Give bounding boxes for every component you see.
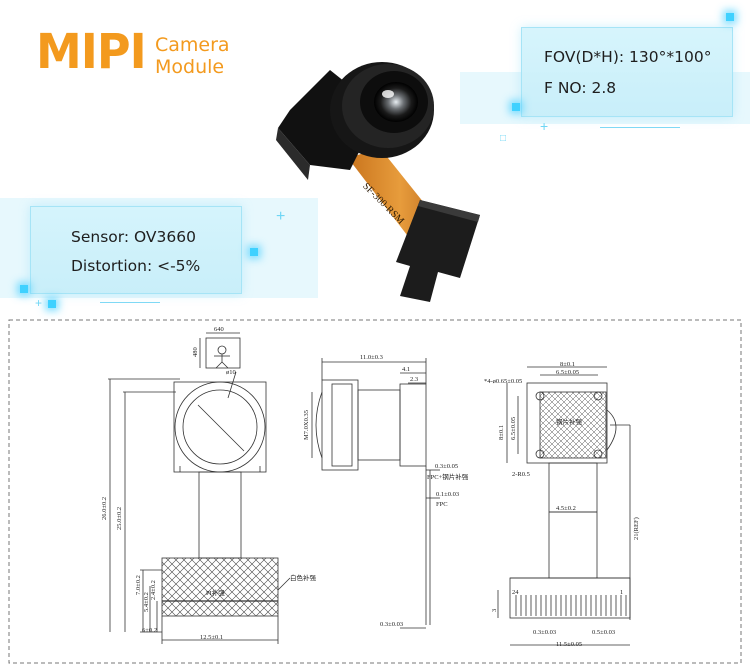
dim-back-w: 8±0.1 — [560, 361, 575, 368]
dim-len-total: 26.0±0.2 — [101, 497, 108, 520]
decor-plus: + — [540, 118, 549, 134]
dim-side-m: M7.0X0.35 — [303, 410, 310, 440]
dim-width: 12.5±0.1 — [200, 634, 223, 641]
dim-lens-dia: ø10 — [226, 369, 236, 376]
dim-h1: 7.0±0.2 — [135, 575, 142, 595]
decor-line — [600, 127, 680, 128]
sensor-spec: Sensor: OV3660 — [71, 228, 196, 246]
dim-side-d1: 4.1 — [402, 366, 410, 373]
spec-panel-right: FOV(D*H): 130°*100° F NO: 2.8 — [521, 27, 733, 117]
dim-tip: 0.5±0.03 — [592, 629, 615, 636]
label-fpc: FPC — [436, 501, 448, 508]
dim-icon-w: 640 — [214, 326, 224, 333]
dim-side-top: 11.0±0.3 — [360, 354, 383, 361]
fno-spec: F NO: 2.8 — [544, 79, 617, 97]
label-fpc-stiff: FPC+钢片补强 — [427, 472, 469, 481]
drawing-border — [8, 319, 742, 664]
decor-dot — [48, 300, 56, 308]
fpc-pins — [515, 595, 627, 616]
pin-24: 24 — [512, 589, 519, 596]
dim-back-h: 8±0.1 — [498, 425, 505, 440]
brand-module: Module — [155, 56, 225, 78]
fov-spec: FOV(D*H): 130°*100° — [544, 48, 712, 66]
label-pi: PI补强 — [206, 588, 225, 597]
dim-side-d2: 2.3 — [410, 376, 418, 383]
decor-dot — [20, 285, 28, 293]
distortion-spec: Distortion: <-5% — [71, 257, 201, 275]
dim-side-t1: 0.3±0.05 — [435, 463, 458, 470]
dim-d3: 3 — [491, 609, 498, 612]
front-stiffener — [161, 557, 279, 617]
dim-h3: 2.4±0.2 — [150, 580, 157, 600]
resolution-icon — [205, 337, 241, 369]
label-steel: 钢片补强 — [556, 417, 583, 426]
dim-icon-h: 480 — [192, 347, 199, 357]
decor-dot — [726, 13, 734, 21]
dim-h4: 6±0.2 — [142, 627, 157, 634]
dim-side-t2: 0.1±0.03 — [436, 491, 459, 498]
dim-len-fpc: 25.0±0.2 — [116, 507, 123, 530]
spec-panel-left: Sensor: OV3660 Distortion: <-5% — [30, 206, 242, 294]
decor-dot — [250, 248, 258, 256]
dim-fpc-w: 4.5±0.2 — [556, 505, 576, 512]
dim-pitch: 0.3±0.03 — [533, 629, 556, 636]
camera-module-photo: SF-300-RSM — [276, 62, 480, 302]
dim-holes: *4-ø0.65±0.05 — [484, 378, 522, 385]
brand-mipi: MIPI — [36, 22, 147, 80]
dim-side-t3: 0.3±0.03 — [380, 621, 403, 628]
brand-camera: Camera — [155, 34, 230, 56]
dim-h2: 5.4±0.2 — [143, 592, 150, 612]
dim-back-h2: 6.5±0.05 — [510, 417, 517, 440]
back-connector — [509, 577, 631, 619]
decor-plus: + — [276, 208, 286, 225]
decor-plus: □ — [500, 133, 507, 144]
decor-line — [100, 302, 160, 303]
decor-plus: + — [35, 296, 43, 310]
pin-1: 1 — [620, 589, 623, 596]
dim-radius: 2-R0.5 — [512, 471, 530, 478]
label-white-stiffener: 白色补强 — [290, 573, 317, 582]
dim-ref: 21(REF) — [633, 517, 640, 540]
dim-total: 11.5±0.05 — [556, 641, 582, 648]
side-lens — [321, 379, 359, 471]
dim-back-w2: 6.5±0.05 — [556, 369, 579, 376]
decor-dot — [512, 103, 520, 111]
